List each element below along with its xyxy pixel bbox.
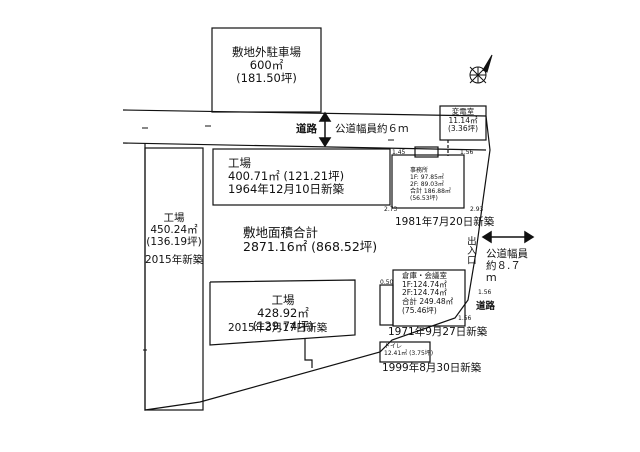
substation-tsubo: (3.36坪) (447, 124, 479, 134)
factory-west-outline (144, 147, 204, 411)
dimension-label: 1.56 (458, 315, 472, 322)
office-tsubo: (56.53坪) (410, 194, 438, 202)
compass-icon (469, 54, 493, 84)
entrance-label: 出入口 (464, 236, 476, 265)
factory-north-text: 工場 400.71㎡ (121.21坪) 1964年12月10日新築 (228, 156, 345, 197)
factory-west-name: 工場 (163, 212, 185, 224)
office-total: 合計 186.88㎡ (410, 187, 451, 195)
road-north-edge-top (122, 109, 487, 117)
office-name: 事務所 (410, 167, 429, 174)
office-annex (414, 146, 439, 158)
offsite-parking-name: 敷地外駐車場 (232, 45, 301, 59)
factory-south-outline (209, 279, 356, 346)
toilet-text: トイレ 12.41㎡ (3.75坪) (384, 343, 434, 358)
south-extension (304, 338, 313, 368)
toilet-built: 1999年8月30日新築 (382, 362, 482, 374)
factory-north-outline (212, 148, 391, 206)
office-2f: 2F: 89.03㎡ (410, 180, 444, 188)
warehouse-tsubo: (75.46坪) (402, 305, 437, 315)
dimension-label: 1.56 (478, 289, 492, 296)
road-north-label: 道路 (296, 123, 317, 135)
factory-south-area: 428.92㎡ (257, 306, 309, 321)
factory-south-text: 工場 428.92㎡ (129.74坪) (210, 293, 356, 334)
factory-south-built: 2015年3月17日新築 (228, 322, 328, 334)
substation-area: 11.14㎡ (448, 115, 478, 125)
office-outline (391, 154, 465, 209)
factory-west-tsubo: (136.19坪) (146, 236, 202, 249)
road-east-width: 公道幅員約８.７ｍ (486, 248, 528, 285)
dimension-label: 1.45 (392, 149, 406, 156)
substation-text: 変電室 11.14㎡ (3.36坪) (440, 107, 486, 134)
road-north-width: 公道幅員約６ｍ (335, 123, 409, 135)
factory-north-area: 400.71㎡ (121.21坪) (228, 169, 345, 184)
warehouse-built: 1971年9月27日新築 (388, 326, 488, 338)
dimension-label: 2.93 (470, 206, 484, 213)
offsite-parking-tsubo: (181.50坪) (236, 71, 297, 86)
toilet-outline (379, 341, 431, 363)
warehouse-stair (379, 284, 394, 326)
warehouse-text: 倉庫・会議室 1F:124.74㎡ 2F:124.74㎡ 合計 249.48㎡ … (402, 271, 454, 315)
warehouse-total: 合計 249.48㎡ (402, 296, 454, 306)
total-area-label: 敷地面積合計 (243, 225, 319, 240)
substation-name: 変電室 (451, 107, 475, 116)
office-built: 1981年7月20日新築 (395, 216, 495, 228)
factory-west-built: 2015年新築 (145, 254, 204, 267)
toilet-area: 12.41㎡ (3.75坪) (384, 349, 434, 357)
factory-north-built: 1964年12月10日新築 (228, 182, 345, 197)
office-1f: 1F: 97.85㎡ (410, 173, 444, 181)
road-north-edge-bottom (122, 142, 487, 151)
offsite-parking-label: 敷地外駐車場 600㎡ (181.50坪) (212, 45, 321, 86)
factory-south-name: 工場 (271, 293, 295, 307)
road-east-label: 道路 (476, 301, 496, 312)
office-text: 事務所 1F: 97.85㎡ 2F: 89.03㎡ 合計 186.88㎡ (56… (410, 167, 451, 202)
total-area-text: 敷地面積合計 2871.16㎡ (868.52坪) (243, 225, 378, 255)
factory-west-text: 工場 450.24㎡ (136.19坪) 2015年新築 (145, 212, 203, 266)
warehouse-1f: 1F:124.74㎡ (402, 279, 447, 289)
factory-west-area: 450.24㎡ (150, 224, 198, 237)
dimension-label: 0.50 (380, 279, 394, 286)
total-area-value: 2871.16㎡ (868.52坪) (243, 239, 378, 255)
toilet-name: トイレ (384, 343, 403, 350)
substation-outline (439, 105, 487, 141)
warehouse-name: 倉庫・会議室 (402, 271, 447, 280)
factory-north-name: 工場 (228, 156, 251, 170)
offsite-parking-area: 600㎡ (249, 58, 284, 73)
site-boundary (144, 115, 491, 411)
dimension-label: 1.56 (460, 149, 474, 156)
factory-south-tsubo: (129.74坪) (252, 319, 314, 334)
dimension-label: 2.73 (384, 206, 398, 213)
warehouse-2f: 2F:124.74㎡ (402, 288, 447, 298)
